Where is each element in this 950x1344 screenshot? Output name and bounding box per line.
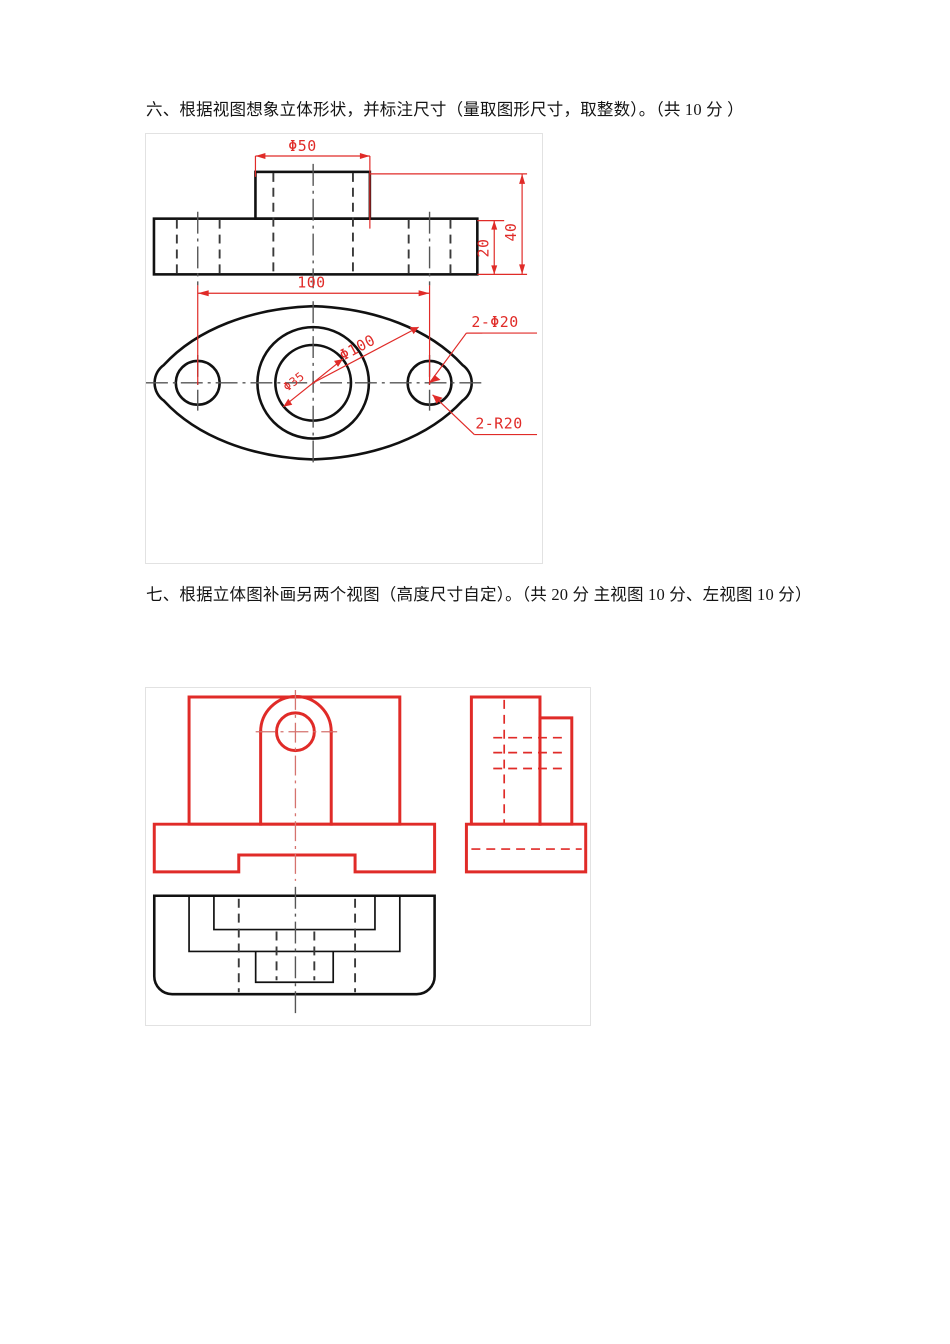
top-view-inner-rect-2 — [213, 895, 376, 931]
figure-one-drawing: Φ50 20 40 — [146, 137, 538, 466]
top-view-inner-rect-1 — [188, 895, 401, 953]
leader-2-phi20: 2-Φ20 — [429, 313, 538, 384]
dimension-label-2r20: 2-R20 — [475, 415, 522, 433]
dimension-label-phi50: Φ50 — [288, 137, 316, 155]
dimension-label-100: 100 — [297, 273, 325, 291]
front-view-red-group — [152, 689, 437, 881]
front-view-group: Φ50 20 40 — [152, 137, 528, 289]
dimension-40: 40 — [502, 173, 526, 275]
dimension-phi100: Φ100 — [312, 326, 419, 384]
top-view-group: 100 Φ100 Φ35 — [146, 273, 538, 466]
front-view-back-wall — [187, 695, 402, 826]
dimension-100: 100 — [197, 273, 431, 385]
dimension-label-20: 20 — [474, 239, 492, 258]
left-view-step-block — [538, 716, 574, 826]
figure-two-drawing — [152, 689, 588, 1017]
top-view-black-group — [152, 886, 436, 1017]
dimension-label-2phi20: 2-Φ20 — [471, 313, 518, 331]
figure-one-container: Φ50 20 40 — [145, 133, 543, 564]
top-view-notch-rect — [254, 951, 335, 984]
left-view-red-group — [464, 695, 588, 874]
leader-2-r20: 2-R20 — [432, 394, 538, 436]
dimension-20: 20 — [474, 220, 498, 275]
front-view-base-plate — [152, 217, 479, 276]
section-heading-seven: 七、根据立体图补画另两个视图（高度尺寸自定）。（共 20 分 主视图 10 分、… — [146, 585, 812, 604]
dimension-phi50: Φ50 — [254, 137, 371, 229]
left-view-base-plate — [464, 822, 588, 874]
figure-two-container — [145, 687, 591, 1026]
section-heading-six: 六、根据视图想象立体形状，并标注尺寸（量取图形尺寸，取整数）。（共 10 分 ） — [146, 100, 744, 119]
left-view-tall-block — [469, 695, 542, 826]
front-view-base-with-notch — [152, 822, 437, 874]
dimension-label-40: 40 — [502, 223, 520, 242]
top-view-plate-outline — [152, 894, 436, 996]
